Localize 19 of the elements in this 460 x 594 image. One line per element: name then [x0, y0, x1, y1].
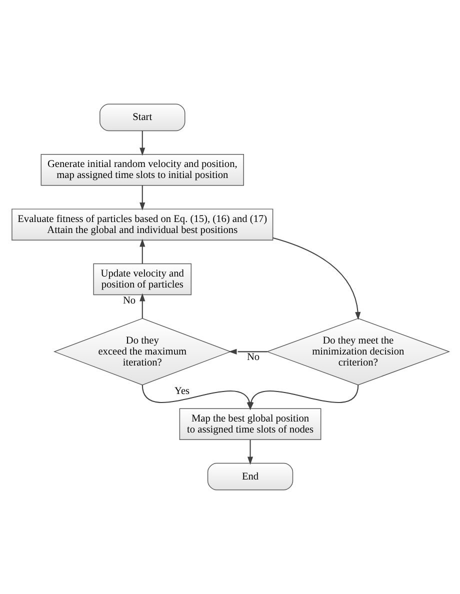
edge-label: No	[246, 352, 260, 363]
node-box: Evaluate fitness of particles based on Eq. (15), (16) and (17) Attain the global and individual best positions	[11, 208, 273, 240]
node-box: Generate initial random velocity and position, map assigned time slots to initial position	[40, 154, 244, 186]
arrow	[246, 440, 253, 465]
node-box: Map the best global position to assigned time slots of nodes	[178, 408, 321, 440]
node-box: End	[206, 462, 293, 490]
node-box: Start	[99, 104, 185, 132]
node-box: Update velocity and position of particles	[92, 263, 192, 296]
node-diamond: Do they meet the minimization decision criterion?	[266, 318, 450, 386]
edge-label: No	[122, 296, 136, 307]
edge-label: Yes	[174, 386, 190, 397]
arrow	[272, 237, 360, 320]
arrow	[139, 185, 145, 210]
arrow	[248, 384, 358, 410]
node-diamond: Do they exceed the maximum iteration?	[52, 318, 231, 386]
arrow	[139, 130, 145, 156]
arrow	[139, 238, 145, 264]
arrow	[228, 348, 267, 354]
arrow	[139, 293, 145, 318]
